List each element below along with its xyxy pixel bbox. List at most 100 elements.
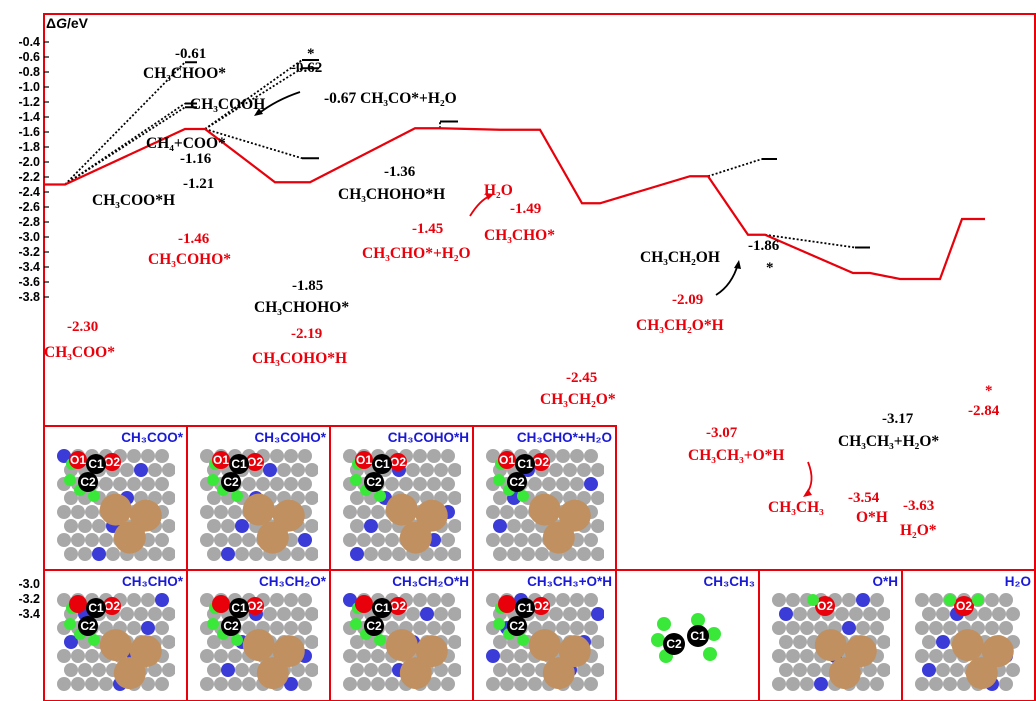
atom (517, 634, 529, 646)
atom-label: O2 (104, 455, 120, 469)
atom (779, 663, 793, 677)
atom (856, 593, 870, 607)
atom (86, 598, 106, 618)
atom (427, 677, 441, 691)
state-label: -1.16 (180, 151, 212, 167)
atom (448, 663, 461, 677)
atom (155, 477, 169, 491)
atom-label: C2 (80, 619, 96, 633)
atom (549, 607, 563, 621)
arrowhead (485, 193, 494, 200)
atom (915, 621, 929, 635)
atom (256, 657, 289, 690)
atom (434, 463, 448, 477)
atom (549, 463, 563, 477)
y-tick-label: -0.4 (18, 35, 40, 49)
atom (355, 451, 373, 469)
atom (207, 519, 221, 533)
atom-label: C1 (231, 457, 247, 471)
atom (528, 477, 542, 491)
atom (221, 616, 241, 636)
y-tick-label: -3.4 (18, 260, 40, 274)
atom (528, 493, 561, 526)
atom (992, 607, 1006, 621)
atom (427, 477, 441, 491)
atom (915, 593, 929, 607)
atom (305, 519, 318, 533)
atom (828, 657, 861, 690)
atom (441, 677, 455, 691)
atom (448, 463, 461, 477)
atom (856, 677, 870, 691)
state-label: CH₃CHO*+H₂O (362, 245, 471, 262)
atom (378, 519, 392, 533)
atom (415, 635, 448, 668)
atom (78, 472, 98, 492)
atom (800, 621, 814, 635)
atom (406, 463, 420, 477)
atom (71, 677, 85, 691)
arrowhead (803, 489, 812, 497)
atom (528, 677, 542, 691)
arrowhead (254, 108, 263, 116)
atom (162, 663, 175, 677)
atom (57, 677, 71, 691)
atom (207, 547, 221, 561)
atom (374, 490, 386, 502)
atom (1006, 663, 1020, 677)
atom (298, 477, 312, 491)
atom (272, 499, 305, 532)
panel-title: CH₃CH₃ (704, 574, 755, 589)
state-label: CH₃COHO*H (252, 350, 347, 367)
panel-title: CH₃CH₃+O*H (527, 574, 612, 589)
y-axis-label: ΔG/eV (46, 15, 89, 31)
atom (120, 607, 134, 621)
atom (542, 477, 556, 491)
catalyst-surface (57, 449, 175, 561)
atom (200, 649, 214, 663)
atom (584, 449, 598, 463)
atom (256, 477, 270, 491)
atom (486, 533, 500, 547)
atom (815, 596, 835, 616)
atom (922, 607, 936, 621)
atom (507, 472, 527, 492)
atom (355, 595, 373, 613)
atom (277, 607, 291, 621)
state-label: -1.86 (748, 238, 780, 254)
atom (498, 595, 516, 613)
state-label: -1.49 (510, 201, 541, 217)
atom (357, 505, 371, 519)
atom (305, 491, 318, 505)
atom (207, 491, 221, 505)
atom (591, 463, 604, 477)
atom (570, 593, 584, 607)
atom (298, 621, 312, 635)
state-label: CH₃CH₃+O*H (688, 447, 785, 464)
atom (270, 593, 284, 607)
atom (486, 505, 500, 519)
state-label: -1.46 (178, 231, 210, 247)
atom (999, 677, 1013, 691)
atom (246, 597, 264, 615)
atom (842, 593, 856, 607)
state-label: CH₃CH₃ (768, 499, 824, 516)
atom (577, 607, 591, 621)
atom (242, 677, 256, 691)
atom (493, 618, 505, 630)
atom (113, 657, 146, 690)
atom (298, 449, 312, 463)
atom (231, 634, 243, 646)
atom (343, 593, 357, 607)
atom (448, 491, 461, 505)
atom (863, 607, 877, 621)
state-label: H₂O (484, 182, 513, 199)
atom (521, 663, 535, 677)
atom (71, 505, 85, 519)
atom (772, 593, 786, 607)
atom (155, 533, 169, 547)
atom (113, 521, 146, 554)
atom (558, 499, 591, 532)
state-label: -0.61 (175, 46, 206, 62)
